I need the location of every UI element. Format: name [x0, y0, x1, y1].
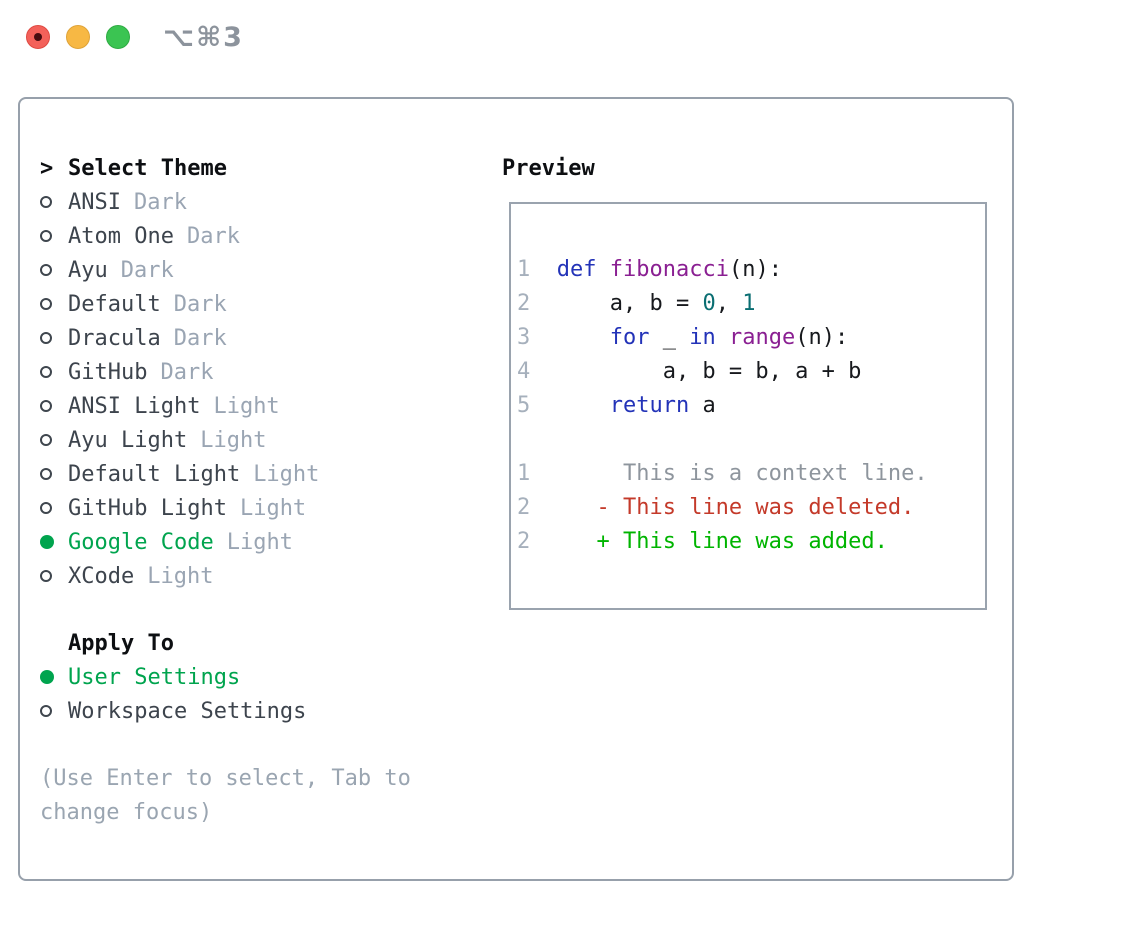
code-line-3: 3 for _ in range(n): — [517, 324, 849, 350]
theme-name: GitHub — [68, 359, 148, 385]
radio-unselected-icon — [40, 570, 52, 582]
code-line-5: 5 return a — [517, 392, 716, 418]
preview-header: Preview — [502, 155, 595, 181]
theme-variant: Dark — [173, 325, 227, 351]
code-line-blank — [517, 422, 985, 456]
apply-to-header: Apply To — [40, 626, 174, 660]
close-button[interactable] — [26, 25, 50, 49]
theme-name: XCode — [68, 563, 135, 589]
radio-unselected-icon — [40, 332, 52, 344]
code-line-4: 4 a, b = b, a + b — [517, 358, 862, 384]
theme-name: ANSI — [68, 189, 121, 215]
apply-option-user-settings[interactable]: User Settings — [40, 660, 240, 694]
theme-option-default-dark[interactable]: Default Dark — [40, 287, 227, 321]
theme-option-github-dark[interactable]: GitHub Dark — [40, 355, 213, 389]
code-line-2: 2 a, b = 0, 1 — [517, 290, 756, 316]
theme-option-ansi-dark[interactable]: ANSI Dark — [40, 185, 187, 219]
theme-option-xcode-light[interactable]: XCode Light — [40, 559, 213, 593]
preview-box: 1 def fibonacci(n): 2 a, b = 0, 1 3 for _ … — [509, 202, 987, 610]
theme-variant: Dark — [133, 189, 187, 215]
theme-name: GitHub Light — [68, 495, 227, 521]
radio-unselected-icon — [40, 502, 52, 514]
theme-variant: Dark — [160, 359, 214, 385]
theme-name: Ayu Light — [68, 427, 188, 453]
theme-option-ayu-light[interactable]: Ayu Light Light — [40, 423, 266, 457]
theme-variant: Light — [147, 563, 214, 589]
select-theme-header: > Select Theme — [40, 151, 227, 185]
radio-unselected-icon — [40, 705, 52, 717]
theme-variant: Dark — [173, 291, 227, 317]
radio-selected-icon — [40, 535, 54, 549]
diff-deleted-line: 2 - This line was deleted. — [517, 494, 915, 520]
theme-picker-panel: > Select Theme ANSI Dark Atom One Dark A… — [18, 97, 1014, 881]
theme-option-google-code[interactable]: Google Code Light — [40, 525, 293, 559]
theme-variant: Light — [226, 529, 293, 555]
radio-unselected-icon — [40, 196, 52, 208]
focus-caret: > — [40, 155, 54, 181]
theme-name: Atom One — [68, 223, 174, 249]
theme-name: Ayu — [68, 257, 108, 283]
keyboard-shortcut-label: ⌥⌘3 — [163, 22, 244, 53]
theme-variant: Light — [200, 427, 267, 453]
apply-option-label: User Settings — [68, 664, 241, 690]
theme-name: Dracula — [68, 325, 161, 351]
radio-unselected-icon — [40, 264, 52, 276]
theme-name: Default Light — [68, 461, 241, 487]
code-line-1: 1 def fibonacci(n): — [517, 256, 782, 282]
theme-option-ansi-light[interactable]: ANSI Light Light — [40, 389, 280, 423]
minimize-button[interactable] — [66, 25, 90, 49]
radio-unselected-icon — [40, 230, 52, 242]
apply-option-workspace-settings[interactable]: Workspace Settings — [40, 694, 306, 728]
zoom-button[interactable] — [106, 25, 130, 49]
theme-variant: Dark — [120, 257, 174, 283]
window-titlebar: ⌥⌘3 — [0, 0, 1140, 70]
select-theme-header-label: Select Theme — [68, 155, 227, 181]
code-preview: 1 def fibonacci(n): 2 a, b = 0, 1 3 for _ … — [511, 204, 985, 558]
apply-to-header-label: Apply To — [68, 630, 174, 656]
diff-context-line: 1 This is a context line. — [517, 460, 928, 486]
apply-option-label: Workspace Settings — [68, 698, 307, 724]
diff-added-line: 2 + This line was added. — [517, 528, 888, 554]
theme-option-github-light[interactable]: GitHub Light Light — [40, 491, 306, 525]
theme-name: Default — [68, 291, 161, 317]
radio-unselected-icon — [40, 298, 52, 310]
radio-unselected-icon — [40, 434, 52, 446]
theme-name: ANSI Light — [68, 393, 201, 419]
theme-option-ayu-dark[interactable]: Ayu Dark — [40, 253, 174, 287]
help-text: (Use Enter to select, Tab to change focu… — [40, 766, 411, 825]
radio-unselected-icon — [40, 366, 52, 378]
theme-option-dracula-dark[interactable]: Dracula Dark — [40, 321, 227, 355]
radio-selected-icon — [40, 670, 54, 684]
theme-variant: Light — [239, 495, 307, 521]
theme-name: Google Code — [68, 529, 214, 555]
theme-option-atom-one-dark[interactable]: Atom One Dark — [40, 219, 240, 253]
radio-unselected-icon — [40, 468, 52, 480]
theme-variant: Dark — [186, 223, 240, 249]
theme-variant: Light — [253, 461, 320, 487]
theme-option-default-light[interactable]: Default Light Light — [40, 457, 319, 491]
theme-variant: Light — [213, 393, 280, 419]
radio-unselected-icon — [40, 400, 52, 412]
